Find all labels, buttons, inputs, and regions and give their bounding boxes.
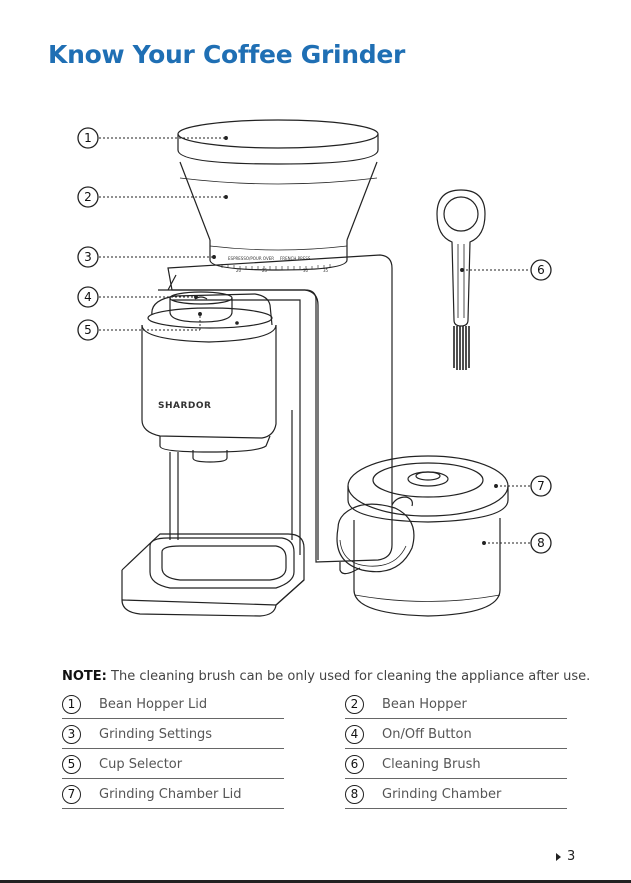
legend-item: 8 Grinding Chamber	[345, 780, 567, 809]
callout-1: 1	[77, 127, 228, 149]
legend-label: Grinding Settings	[99, 726, 213, 742]
callout-5: 5	[77, 312, 202, 341]
triangle-right-icon	[556, 852, 561, 861]
callout-8-number: 8	[537, 536, 545, 550]
callout-4-number: 4	[84, 290, 92, 304]
note-text: The cleaning brush can be only used for …	[111, 669, 591, 684]
brand-mark: SHARDOR	[158, 401, 211, 411]
grinder-illustration: SHARDOR	[121, 254, 393, 617]
dial-label-espresso: ESPRESSO/POUR OVER	[228, 256, 274, 261]
legend-item: 6 Cleaning Brush	[345, 750, 567, 779]
callout-3-number: 3	[84, 250, 92, 264]
callouts: 1 2 3 4 5	[77, 127, 552, 554]
page-number: 3	[556, 849, 575, 864]
legend-number: 5	[62, 754, 81, 774]
dial-label-25: 25	[262, 268, 268, 273]
legend-label: On/Off Button	[382, 726, 472, 742]
parts-legend-left: 1 Bean Hopper Lid 3 Grinding Settings 5 …	[62, 690, 284, 810]
note-label: NOTE:	[62, 669, 107, 684]
callout-6: 6	[460, 259, 552, 281]
dial-label-30: 30	[303, 268, 309, 273]
legend-number: 2	[345, 694, 364, 714]
page-number-text: 3	[567, 849, 576, 864]
legend-number: 8	[345, 784, 364, 804]
legend-item: 3 Grinding Settings	[62, 720, 284, 749]
grinding-chamber-illustration	[336, 455, 509, 617]
callout-1-number: 1	[84, 131, 92, 145]
legend-label: Cup Selector	[99, 756, 183, 772]
page-title: Know Your Coffee Grinder	[48, 40, 406, 69]
callout-7-number: 7	[537, 479, 545, 493]
legend-item: 4 On/Off Button	[345, 720, 567, 749]
legend-label: Bean Hopper Lid	[99, 696, 208, 712]
legend-number: 1	[62, 694, 81, 714]
cleaning-brush-illustration	[436, 189, 486, 370]
legend-item: 5 Cup Selector	[62, 750, 284, 779]
legend-item: 7 Grinding Chamber Lid	[62, 780, 284, 809]
grinder-diagram: SHARDOR ESPRESSO/POUR OVER 20 25 FRENCH …	[77, 119, 552, 617]
legend-number: 7	[62, 784, 81, 804]
legend-label: Cleaning Brush	[382, 756, 481, 772]
legend-number: 4	[345, 724, 364, 744]
callout-7: 7	[494, 475, 552, 497]
legend-label: Grinding Chamber Lid	[99, 786, 242, 802]
note: NOTE: The cleaning brush can be only use…	[62, 669, 590, 684]
callout-8: 8	[482, 532, 552, 554]
callout-6-number: 6	[537, 263, 545, 277]
legend-label: Bean Hopper	[382, 696, 467, 712]
footer-line	[0, 880, 631, 883]
parts-legend-right: 2 Bean Hopper 4 On/Off Button 6 Cleaning…	[345, 690, 567, 810]
legend-number: 6	[345, 754, 364, 774]
callout-2: 2	[77, 186, 228, 208]
legend-item: 1 Bean Hopper Lid	[62, 690, 284, 719]
callout-2-number: 2	[84, 190, 92, 204]
bean-hopper-illustration: ESPRESSO/POUR OVER 20 25 FRENCH PRESS 30…	[177, 119, 379, 273]
dial-label-french-press: FRENCH PRESS	[280, 256, 311, 261]
legend-item: 2 Bean Hopper	[345, 690, 567, 719]
callout-3: 3	[77, 246, 216, 268]
legend-number: 3	[62, 724, 81, 744]
callout-5-number: 5	[84, 323, 92, 337]
dial-label-35: 35	[323, 268, 329, 273]
legend-label: Grinding Chamber	[382, 786, 502, 802]
dial-label-20: 20	[236, 268, 242, 273]
callout-4: 4	[77, 286, 198, 308]
